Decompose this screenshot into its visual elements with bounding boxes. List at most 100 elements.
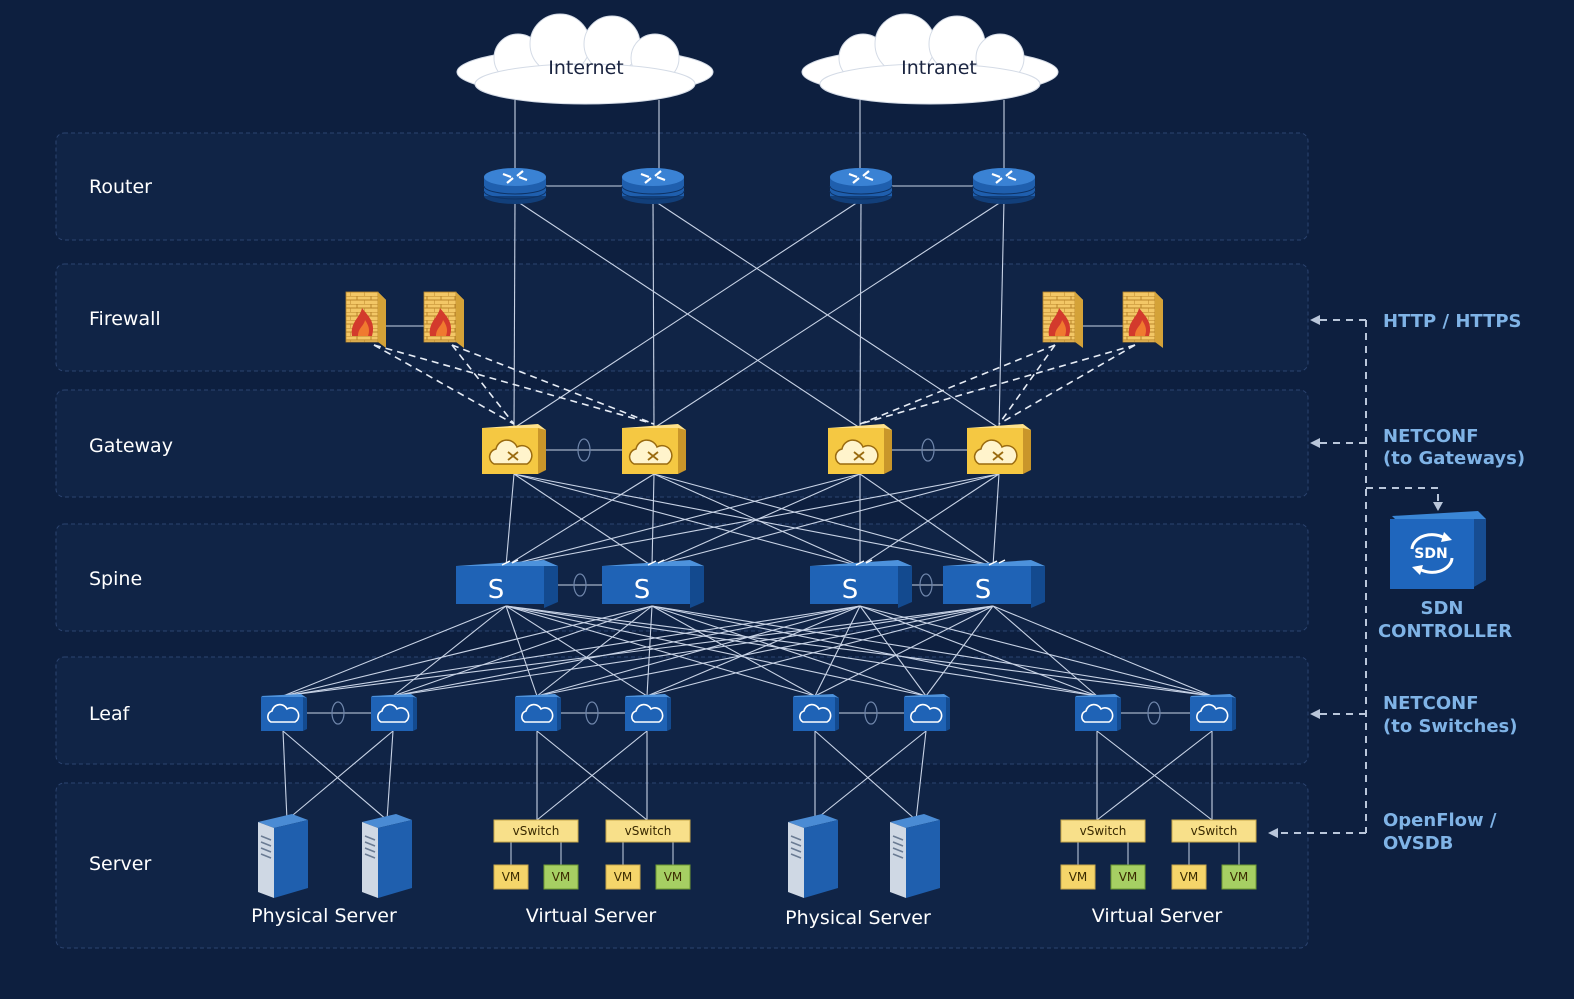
link-router-gateway [998, 199, 1005, 429]
link-spine-leaf [646, 605, 861, 697]
caption-virtual-server-1: Virtual Server [526, 905, 657, 927]
link-spine-leaf [859, 605, 1098, 697]
cloud-label-intranet: Intranet [901, 57, 977, 79]
leaf-switch-icon [1075, 694, 1121, 731]
link-aggregation-icon [1147, 701, 1161, 725]
cloud-label-internet: Internet [548, 57, 623, 79]
control-plane-arrowheads [1268, 315, 1443, 838]
routers [483, 168, 1036, 204]
link-gateway-spine [651, 473, 861, 567]
leaf-switch-icon [261, 694, 307, 731]
vswitch: vSwitch [1171, 819, 1257, 843]
link-leaf-server [282, 730, 388, 821]
link-leaf-server [282, 730, 288, 821]
tier-label-leaf: Leaf [89, 703, 131, 725]
link-leaf-server [386, 730, 394, 821]
link-aggregation-icon [864, 701, 878, 725]
gateway-icon [482, 424, 546, 474]
link-leaf-server [1096, 730, 1213, 821]
link-spine-leaf [651, 605, 1213, 697]
link-gateway-spine [513, 473, 653, 567]
protocol-ovsdb: OVSDB [1383, 833, 1453, 854]
link-gateway-spine [651, 473, 1000, 567]
link-aggregation-icon [585, 701, 599, 725]
link-spine-leaf [282, 605, 861, 697]
leaf-switch-icon [625, 694, 671, 731]
link-spine-leaf [505, 605, 648, 697]
link-spine-leaf [505, 605, 927, 697]
link-spine-leaf [505, 605, 1098, 697]
link-spine-leaf [392, 605, 653, 697]
link-spine-leaf [814, 605, 994, 697]
protocol-netconf-switches: NETCONF [1383, 693, 1479, 714]
link-router-gateway [652, 199, 1000, 429]
link-router-gateway [513, 199, 862, 429]
link-firewall-gateway [998, 344, 1056, 425]
vm-box: VM [543, 864, 579, 890]
link-spine-leaf [392, 605, 507, 697]
sdn-controller: SDN SDN CONTROLLER [1378, 511, 1512, 642]
vswitch: vSwitch [605, 819, 691, 843]
vswitch-label: vSwitch [625, 824, 672, 838]
firewall-icon [1122, 291, 1163, 348]
vm-box: VM [605, 864, 641, 890]
leaf-switch-icon [371, 694, 417, 731]
link-spine-leaf [992, 605, 1213, 697]
tier-panels [55, 132, 1309, 949]
firewall-icon [345, 291, 386, 348]
vm-label: VM [614, 870, 633, 884]
vswitch-label: vSwitch [1080, 824, 1127, 838]
spine-switch-icon: S [456, 559, 558, 608]
link-leaf-server [814, 730, 917, 821]
sdn-controller-label-2: CONTROLLER [1378, 621, 1512, 642]
server-captions: Physical Server Virtual Server Physical … [251, 905, 1222, 929]
link-leaf-server [915, 730, 927, 821]
link-gateway-spine [505, 473, 655, 567]
firewall-links [373, 344, 1136, 425]
router-icon [829, 168, 893, 204]
link-gateway-spine [505, 473, 515, 567]
sdn-controller-icon: SDN [1390, 511, 1486, 589]
leaf-switches [261, 694, 1236, 731]
cloud-icon [801, 13, 1059, 105]
server-tower-icon [788, 814, 838, 898]
link-gateway-spine [859, 473, 994, 567]
caption-physical-server-1: Physical Server [251, 905, 397, 927]
firewall-icon [423, 291, 464, 348]
vm-box: VM [1221, 864, 1257, 890]
link-aggregation-icon [919, 573, 933, 597]
link-aggregation-icon [573, 573, 587, 597]
link-aggregation-icon [921, 438, 935, 462]
vswitch-label: vSwitch [513, 824, 560, 838]
link-gateway-spine [651, 473, 655, 567]
link-gateway-spine [513, 473, 861, 567]
link-firewall-gateway [451, 344, 515, 425]
link-aggregation-icon [331, 701, 345, 725]
link-gateway-spine [505, 473, 1000, 567]
spine-switch-icon: S [810, 559, 912, 608]
vswitch: vSwitch [1060, 819, 1146, 843]
vm-box: VM [1060, 864, 1096, 890]
vm-label: VM [1230, 870, 1249, 884]
link-spine-leaf [992, 605, 1098, 697]
vm-box: VM [1171, 864, 1207, 890]
link-spine-leaf [282, 605, 507, 697]
link-router-gateway [513, 199, 516, 429]
gateway-icon [967, 424, 1031, 474]
intranet-cloud: Intranet [801, 13, 1059, 105]
gateway-icon [828, 424, 892, 474]
internet-cloud: Internet [456, 13, 714, 105]
spine-symbol: S [634, 575, 651, 605]
server-tower-icon [890, 814, 940, 898]
link-gateway-spine [859, 473, 1000, 567]
firewall-icon [1042, 291, 1083, 348]
tier-label-spine: Spine [89, 568, 142, 590]
leaf-switch-icon [904, 694, 950, 731]
link-spine-leaf [505, 605, 816, 697]
gateway-icon [622, 424, 686, 474]
spine-symbol: S [488, 575, 505, 605]
link-spine-leaf [282, 605, 653, 697]
vswitch-label: vSwitch [1191, 824, 1238, 838]
network-links [282, 100, 1213, 821]
